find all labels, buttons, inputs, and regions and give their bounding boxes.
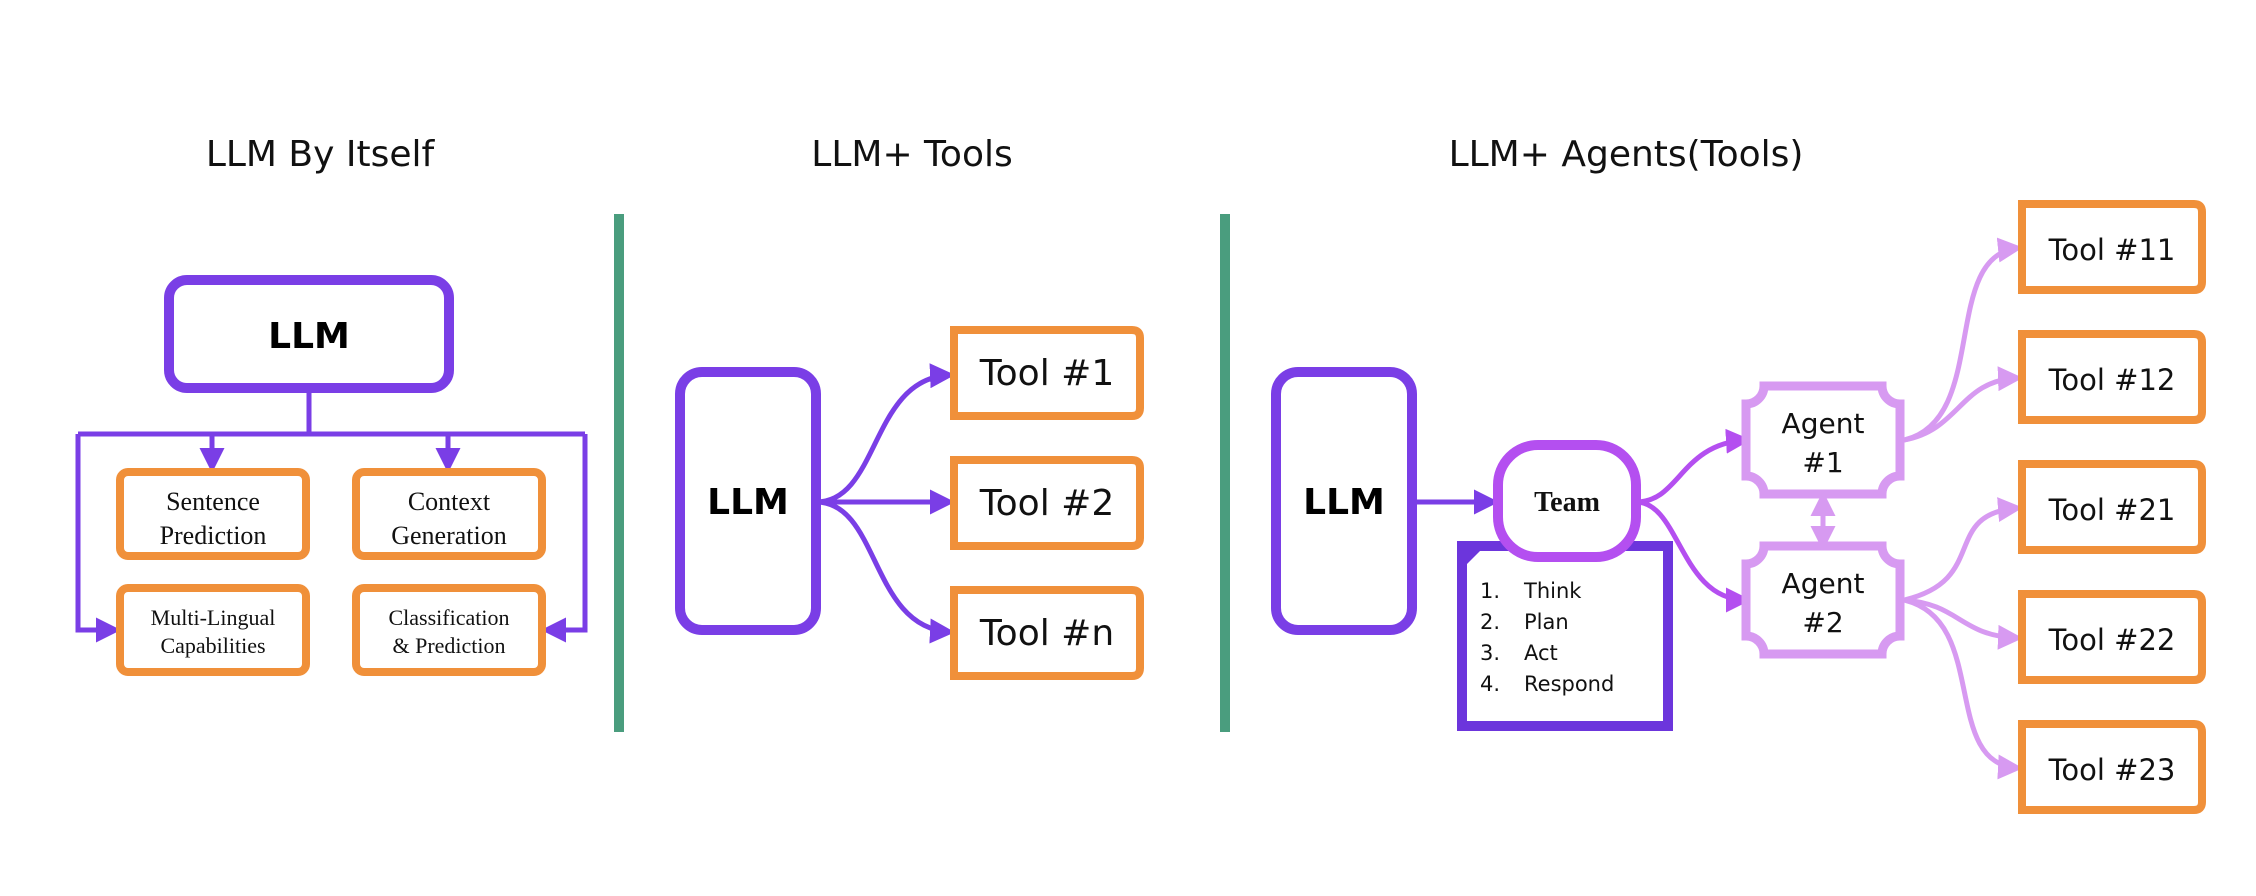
team-box — [1493, 440, 1641, 562]
tool-box-11 — [2018, 200, 2206, 294]
panel-llm-by-itself: LLM Sentence Prediction Context Generati… — [75, 275, 588, 676]
llm-label-2: LLM — [707, 482, 789, 523]
tool-box-23 — [2018, 720, 2206, 814]
llm-label-1: LLM — [268, 316, 350, 357]
tool-label-21: Tool #21 — [2048, 493, 2176, 527]
step-respond: Respond — [1524, 672, 1614, 696]
tool-box-22 — [2018, 590, 2206, 684]
step-act: Act — [1524, 641, 1558, 665]
context-generation-line2: Generation — [391, 521, 507, 550]
llm-box-1 — [164, 275, 454, 393]
classification-line1: Classification — [389, 605, 510, 630]
classification-box — [352, 584, 546, 676]
panel-llm-tools: LLM Tool #1 Tool #2 Tool #n — [675, 326, 1144, 680]
heading-llm-agents: LLM+ Agents(Tools) — [1449, 134, 1804, 175]
tool-label-n: Tool #n — [979, 613, 1114, 654]
heading-llm-tools: LLM+ Tools — [811, 134, 1012, 175]
context-generation-line1: Context — [408, 487, 491, 516]
step-number-3: 3. — [1480, 641, 1500, 665]
agent-1-line2: #1 — [1802, 446, 1843, 479]
panel-llm-agents: LLM 1. Think 2. Plan 3. Act 4. Respond T… — [1271, 200, 2206, 814]
llm-label-3: LLM — [1303, 482, 1385, 523]
heading-llm-by-itself: LLM By Itself — [206, 134, 436, 175]
tool-label-1: Tool #1 — [979, 353, 1114, 394]
tool-label-22: Tool #22 — [2048, 623, 2176, 657]
step-plan: Plan — [1524, 610, 1569, 634]
step-think: Think — [1523, 579, 1582, 603]
tool-label-12: Tool #12 — [2048, 363, 2176, 397]
step-number-4: 4. — [1480, 672, 1500, 696]
steps-box — [1457, 541, 1673, 731]
multi-lingual-box — [116, 584, 310, 676]
agent-2-line2: #2 — [1802, 606, 1843, 639]
tool-label-11: Tool #11 — [2048, 233, 2176, 267]
multi-lingual-line2: Capabilities — [160, 633, 265, 658]
tool-box-21 — [2018, 460, 2206, 554]
agent-2-line1: Agent — [1782, 567, 1865, 600]
sentence-prediction-box — [116, 468, 310, 560]
tool-box-n — [950, 586, 1144, 680]
sentence-prediction-line1: Sentence — [166, 487, 260, 516]
tool-label-2: Tool #2 — [979, 483, 1114, 524]
tool-box-1 — [950, 326, 1144, 420]
classification-line2: & Prediction — [392, 633, 505, 658]
agent-box-1 — [1741, 381, 1905, 499]
llm-box-2 — [675, 367, 821, 635]
sentence-prediction-line2: Prediction — [160, 521, 267, 550]
tool-box-2 — [950, 456, 1144, 550]
context-generation-box — [352, 468, 546, 560]
agent-box-2 — [1741, 541, 1905, 659]
llm-box-3 — [1271, 367, 1417, 635]
agent-1-line1: Agent — [1782, 407, 1865, 440]
tool-label-23: Tool #23 — [2048, 753, 2176, 787]
team-label: Team — [1534, 487, 1600, 518]
multi-lingual-line1: Multi-Lingual — [151, 605, 276, 630]
step-number-2: 2. — [1480, 610, 1500, 634]
tool-box-12 — [2018, 330, 2206, 424]
step-number-1: 1. — [1480, 579, 1500, 603]
